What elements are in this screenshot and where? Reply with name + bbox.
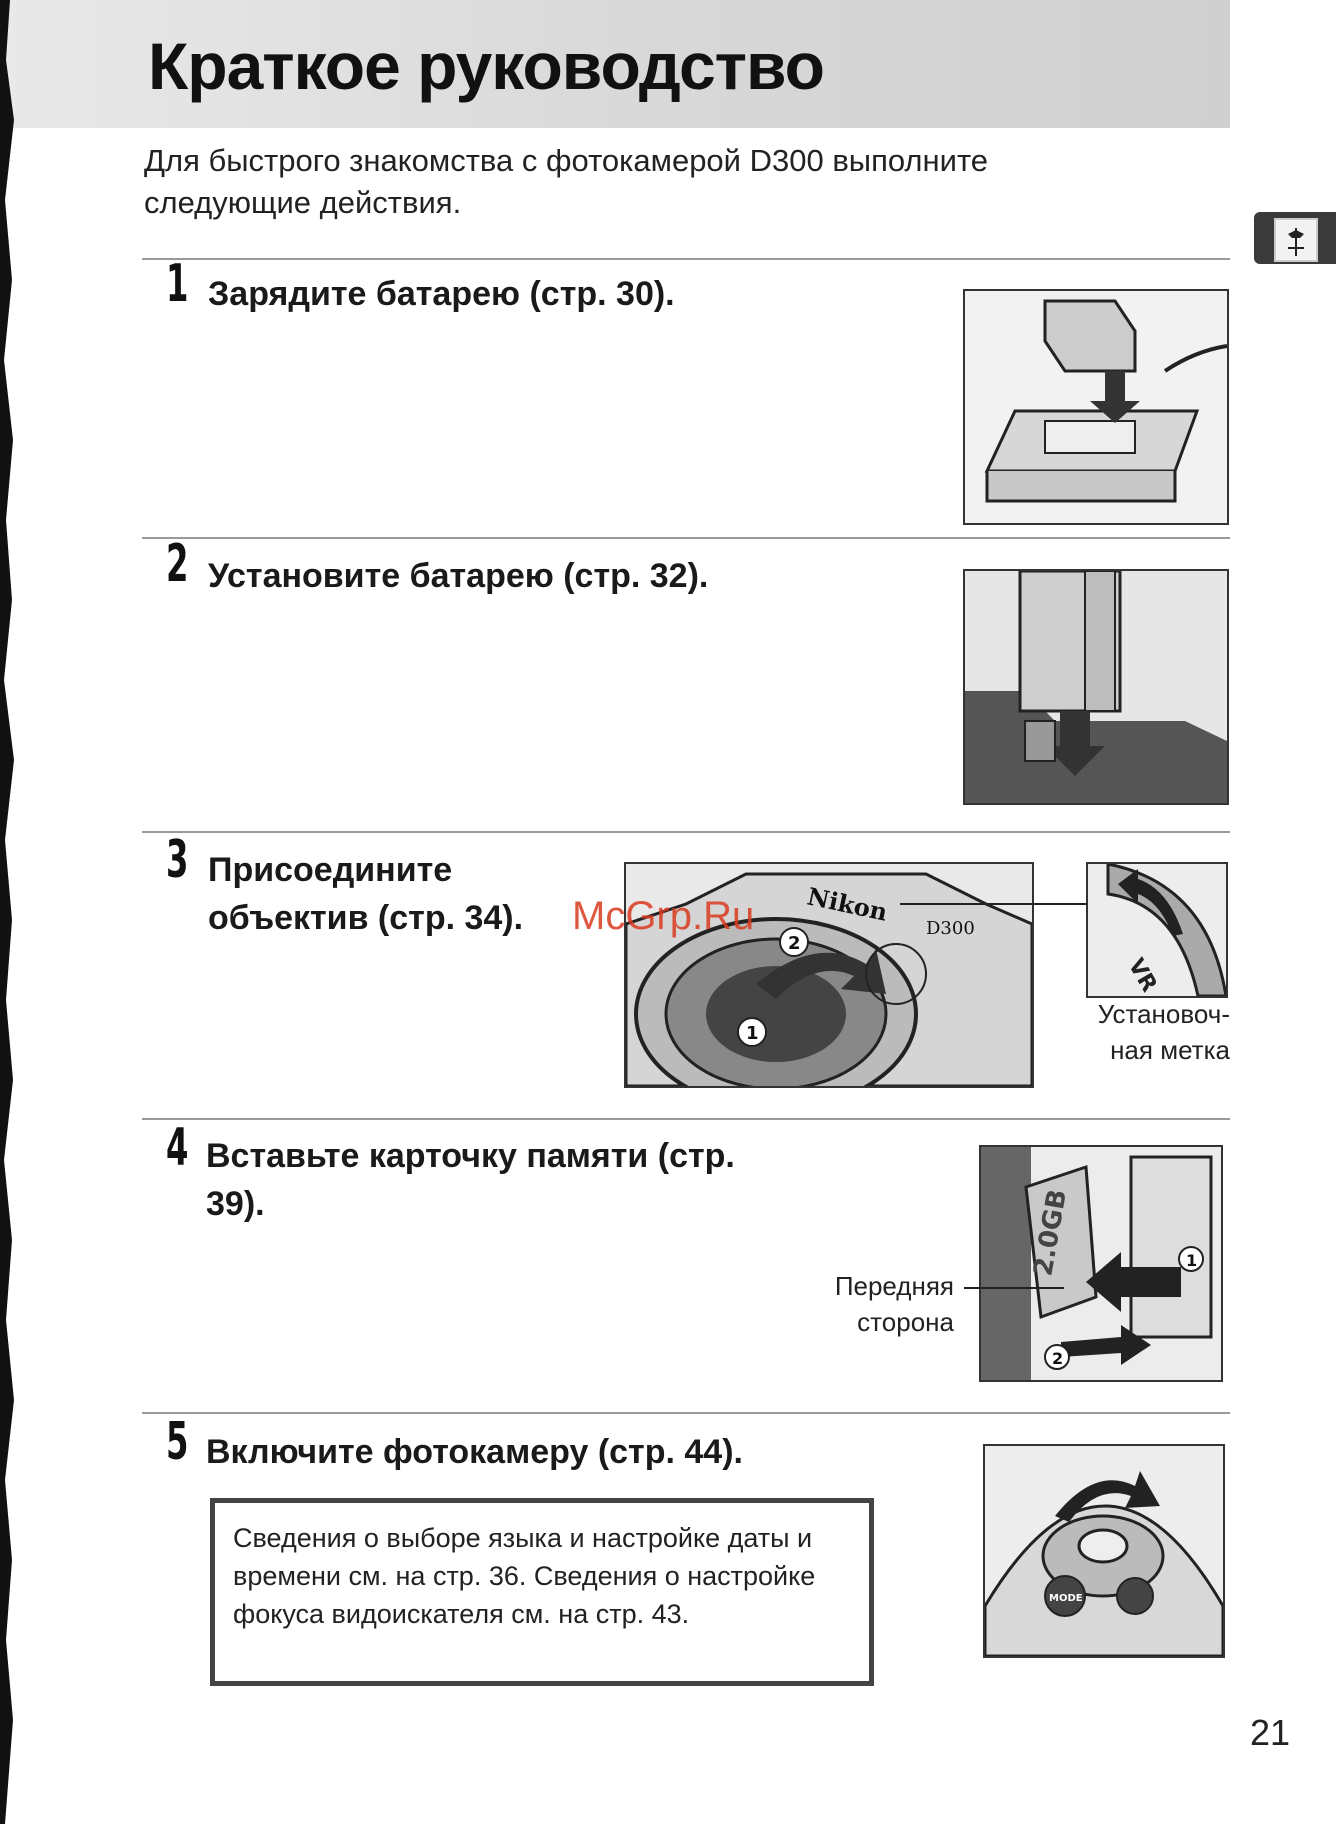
divider [142, 258, 1230, 260]
divider [142, 831, 1230, 833]
callout-line [964, 1287, 1064, 1289]
page-number: 21 [1250, 1712, 1291, 1753]
step-number: 2 [166, 534, 189, 594]
divider [142, 1118, 1230, 1120]
watermark: McGrp.Ru [572, 894, 755, 938]
header-band [0, 0, 1230, 128]
step-number: 4 [166, 1118, 189, 1178]
step-number: 3 [166, 830, 189, 890]
step-text: Вставьте карточку памяти (стр. 39). [206, 1137, 735, 1223]
binding-edge [0, 0, 14, 1824]
step-number: 1 [166, 254, 189, 314]
battery-insert-illustration [963, 569, 1229, 805]
callout-line [900, 903, 1086, 905]
step-mark-two: 2 [788, 933, 801, 954]
weathervane-icon [1274, 218, 1318, 262]
power-switch-illustration: MODE [983, 1444, 1225, 1658]
step-text: Включите фотокамеру (стр. 44). [206, 1433, 743, 1471]
mount-mark-detail: VR [1086, 862, 1228, 998]
step-mark-one: 1 [1186, 1251, 1197, 1270]
intro-text: Для быстрого знакомства с фотокамерой D3… [144, 143, 989, 220]
lens-mount-illustration: Nikon D300 2 1 [624, 862, 1034, 1088]
step-number: 5 [166, 1412, 189, 1472]
battery-charger-illustration [963, 289, 1229, 525]
model-label: D300 [926, 918, 975, 939]
step-mark-two: 2 [1052, 1349, 1063, 1368]
step-text: Установите батарею (стр. 32). [208, 557, 709, 595]
step-text: Зарядите батарею (стр. 30). [208, 275, 675, 313]
step-text: Присоедините объектив (стр. 34). [208, 851, 524, 937]
front-side-caption: Передняя сторона [834, 1271, 954, 1337]
mode-button-label: MODE [1049, 1593, 1083, 1604]
info-note: Сведения о выборе языка и настройке даты… [210, 1498, 874, 1686]
section-tab [1254, 212, 1336, 264]
divider [142, 537, 1230, 539]
divider [142, 1412, 1230, 1414]
step-mark-one: 1 [746, 1023, 759, 1044]
page-title: Краткое руководство [148, 29, 825, 103]
mount-mark-caption: Установоч- ная метка [1097, 999, 1230, 1065]
memory-card-illustration: 2.0GB 1 2 [979, 1145, 1223, 1382]
